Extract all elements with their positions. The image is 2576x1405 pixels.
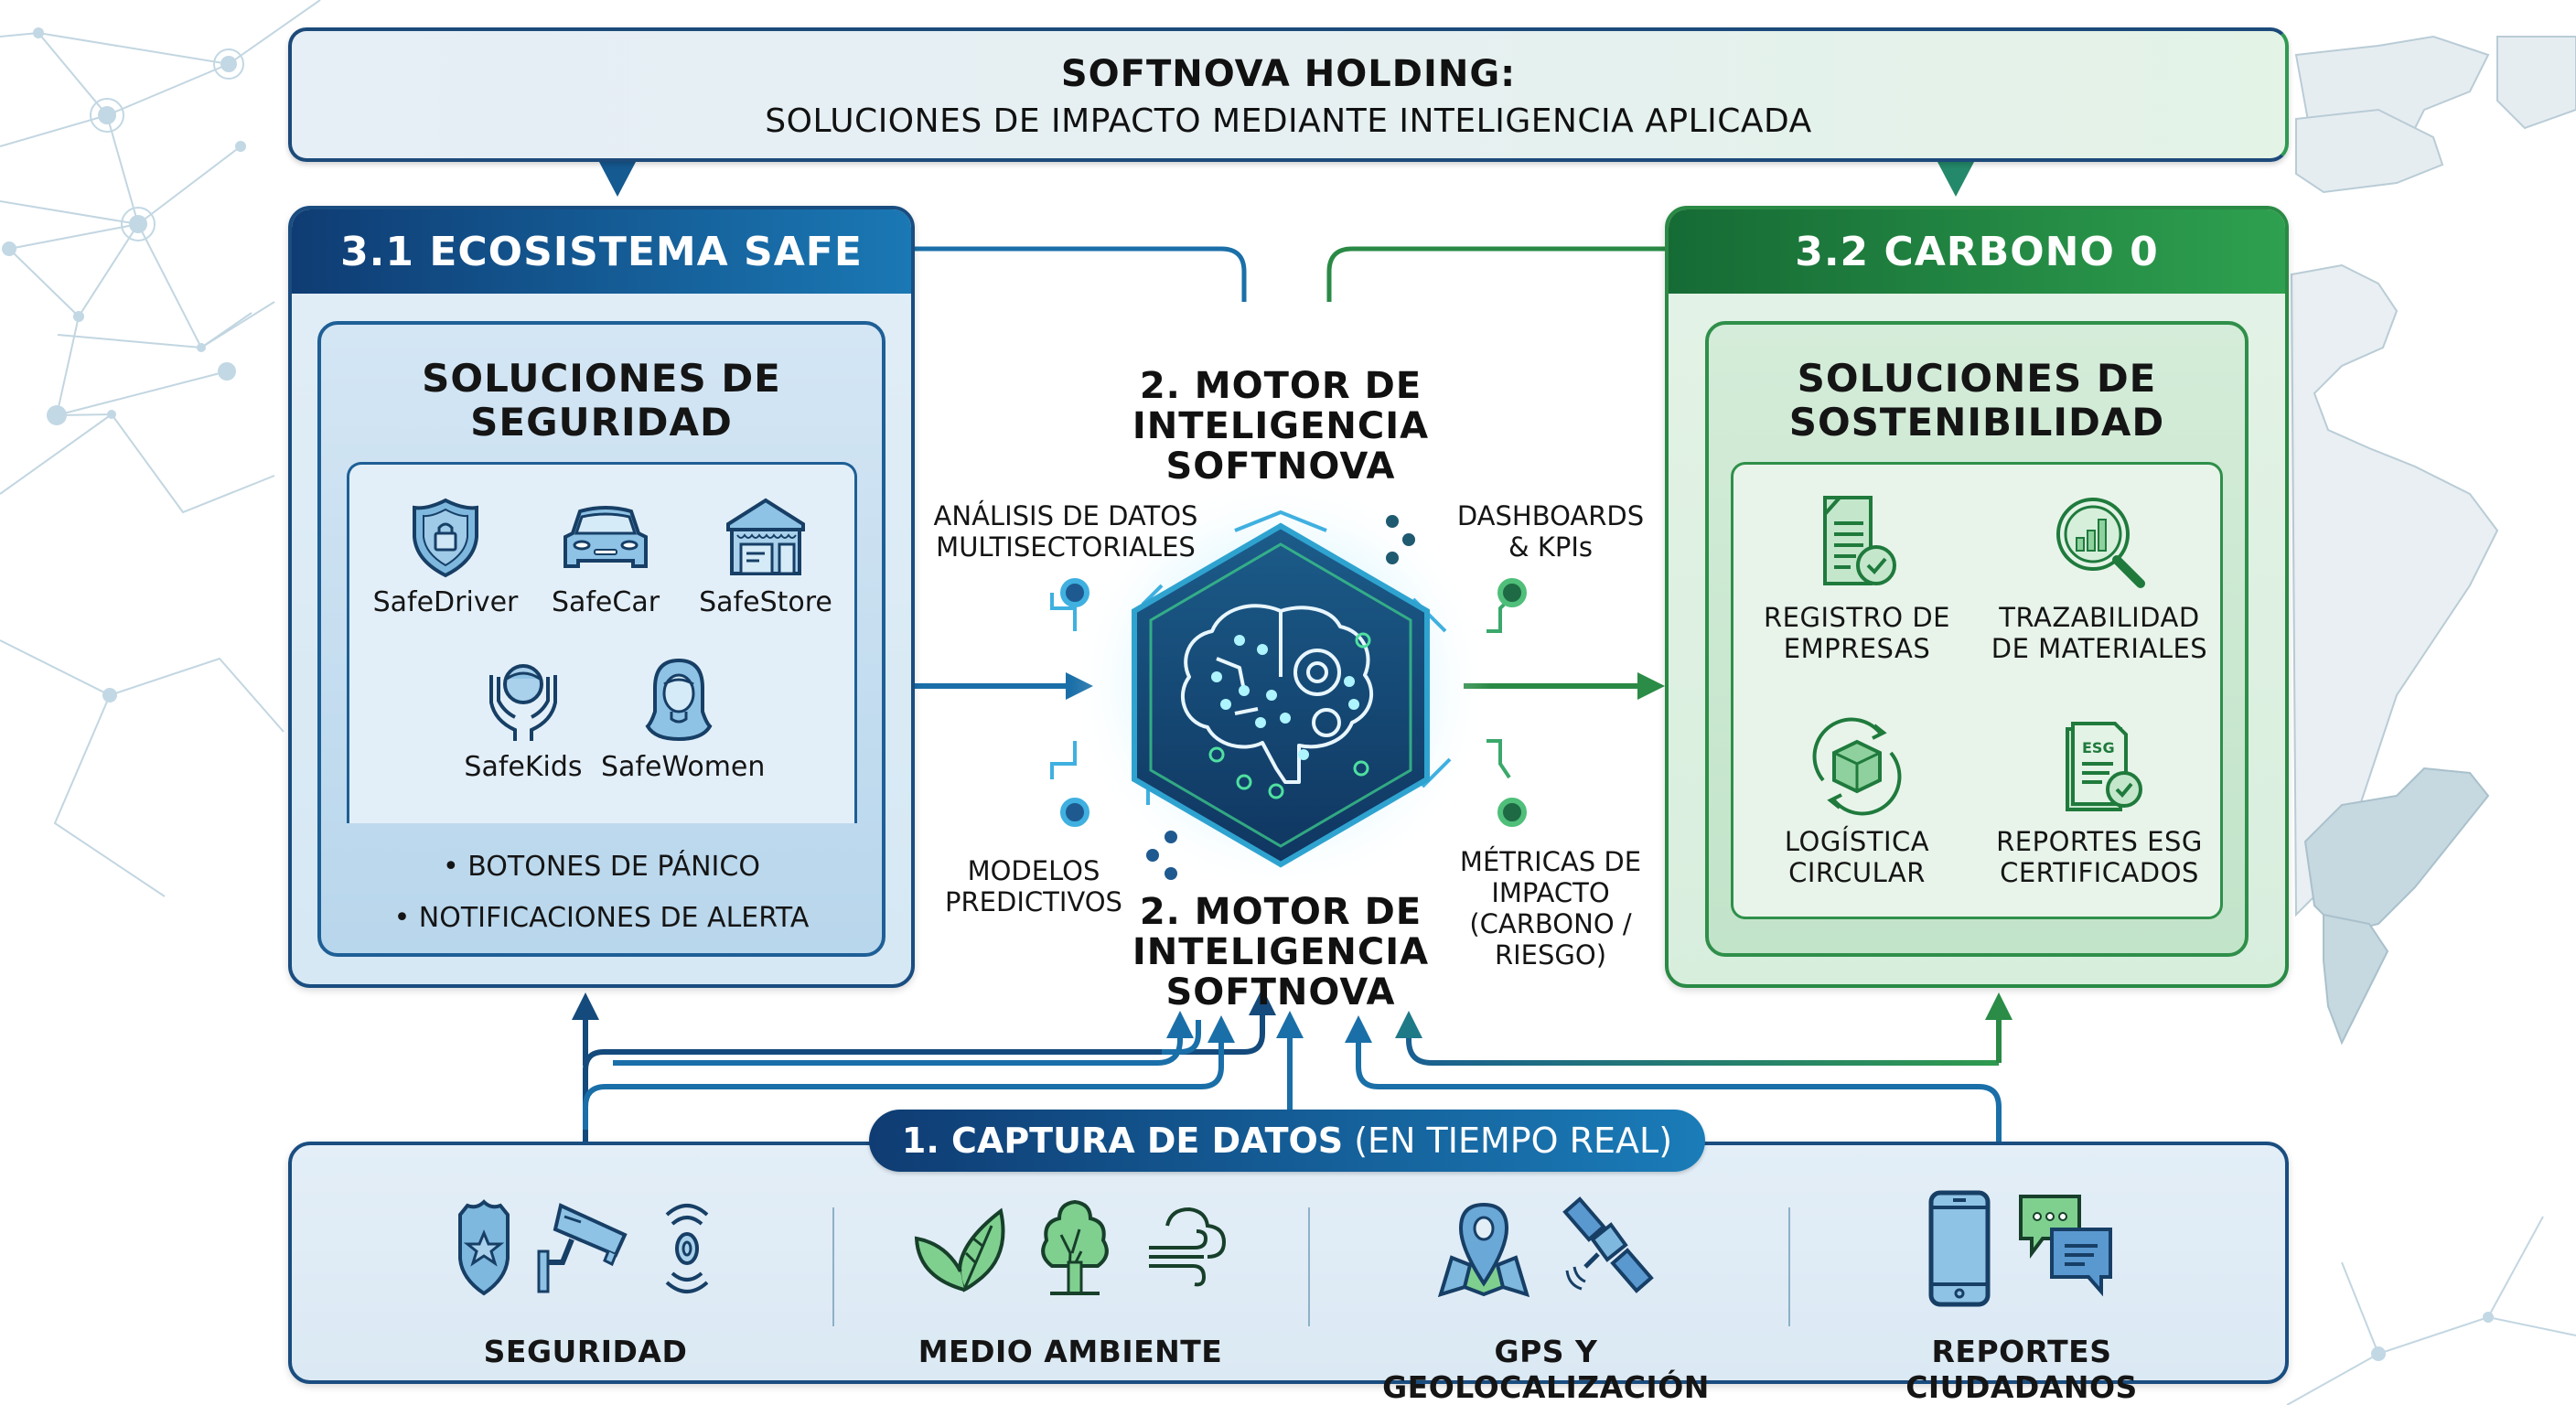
wind-cloud-icon — [1149, 1207, 1227, 1287]
store-icon — [726, 498, 805, 575]
signal-sensor-icon — [665, 1204, 709, 1293]
capture-group-medio-ambiente[interactable]: MEDIO AMBIENTE — [878, 1189, 1262, 1369]
sustainability-solutions-title: SOLUCIONES DE SOSTENIBILIDAD — [1788, 356, 2165, 445]
feature-dashboards-kpis: DASHBOARDS & KPIs — [1456, 500, 1645, 563]
pointer-right — [1937, 162, 1974, 197]
divider — [1788, 1207, 1790, 1326]
feature-analisis-datos: ANÁLISIS DE DATOS MULTISECTORIALES — [933, 500, 1198, 563]
safe-heading: 3.1 ECOSISTEMA SAFE — [292, 209, 911, 294]
bullet-alert-notifications: • NOTIFICACIONES DE ALERTA — [393, 902, 810, 934]
feature-metricas-impacto: MÉTRICAS DE IMPACTO (CARBONO / RIESGO) — [1459, 846, 1642, 971]
feature-modelos-predictivos: MODELOS PREDICTIVOS — [945, 855, 1122, 917]
divider — [832, 1207, 834, 1326]
box-cycle-icon — [1812, 717, 1902, 816]
carbono-panel: 3.2 CARBONO 0 SOLUCIONES DE SOSTENIBILID… — [1665, 206, 2289, 988]
divider — [1308, 1207, 1310, 1326]
hands-child-icon — [489, 664, 557, 741]
header-subtitle: SOLUCIONES DE IMPACTO MEDIANTE INTELIGEN… — [765, 102, 1812, 140]
tree-icon — [1041, 1199, 1109, 1295]
product-safewomen[interactable]: SafeWomen — [601, 657, 765, 783]
map-pin-icon — [1438, 1202, 1530, 1298]
pointer-left — [599, 162, 636, 197]
item-logistica-circular[interactable]: LOGÍSTICA CIRCULAR — [1738, 716, 1976, 888]
police-badge-icon — [458, 1199, 510, 1296]
product-safestore[interactable]: SafeStore — [688, 497, 843, 618]
item-registro-empresas[interactable]: REGISTRO DE EMPRESAS — [1738, 492, 1976, 664]
magnifier-chart-icon — [2056, 498, 2145, 588]
carbono-heading: 3.2 CARBONO 0 — [1669, 209, 2285, 294]
product-safedriver[interactable]: SafeDriver — [368, 497, 523, 618]
item-reportes-esg[interactable]: ESG REPORTES ESG CERTIFICADOS — [1980, 716, 2218, 888]
svg-text:ESG: ESG — [2082, 739, 2115, 756]
shield-lock-icon — [413, 498, 478, 578]
woman-icon — [645, 658, 713, 742]
capture-group-gps[interactable]: GPS Y GEOLOCALIZACIÓN — [1336, 1189, 1756, 1405]
security-solutions-box: SOLUCIONES DE SEGURIDAD SafeDriver — [317, 321, 886, 957]
capture-group-reportes[interactable]: REPORTES CIUDADANOS — [1820, 1189, 2223, 1405]
header-title: SOFTNOVA HOLDING: — [1060, 53, 1517, 95]
satellite-icon — [1562, 1196, 1654, 1293]
safe-features-list: • BOTONES DE PÁNICO • NOTIFICACIONES DE … — [321, 842, 882, 944]
security-camera-icon — [537, 1203, 628, 1293]
leaf-icon — [914, 1207, 1005, 1292]
bullet-panic-buttons: • BOTONES DE PÁNICO — [443, 851, 760, 883]
capture-group-seguridad[interactable]: SEGURIDAD — [384, 1189, 787, 1369]
safe-ecosystem-panel: 3.1 ECOSISTEMA SAFE SOLUCIONES DE SEGURI… — [288, 206, 915, 988]
esg-report-icon: ESG — [2066, 722, 2142, 811]
smartphone-icon — [1928, 1190, 1991, 1307]
item-trazabilidad-materiales[interactable]: TRAZABILIDAD DE MATERIALES — [1980, 492, 2218, 664]
sustainability-solutions-box: SOLUCIONES DE SOSTENIBILIDAD REGISTRO DE… — [1705, 321, 2249, 957]
car-icon — [564, 506, 648, 568]
header-banner: SOFTNOVA HOLDING: SOLUCIONES DE IMPACTO … — [288, 27, 2289, 162]
motor-title-bottom: 2. MOTOR DE INTELIGENCIA SOFTNOVA — [1132, 891, 1430, 1014]
security-solutions-title: SOLUCIONES DE SEGURIDAD — [422, 356, 781, 445]
sustainability-items-box: REGISTRO DE EMPRESAS TRAZABILIDAD DE MAT… — [1731, 462, 2223, 919]
brain-icon — [1180, 604, 1374, 784]
product-safecar[interactable]: SafeCar — [528, 497, 683, 618]
motor-title-top: 2. MOTOR DE INTELIGENCIA SOFTNOVA — [1132, 365, 1430, 488]
safe-products-box: SafeDriver SafeCar — [347, 462, 857, 823]
chat-bubbles-icon — [2019, 1195, 2112, 1297]
document-check-icon — [1823, 496, 1896, 585]
data-capture-title: 1. CAPTURA DE DATOS (EN TIEMPO REAL) — [869, 1110, 1705, 1172]
product-safekids[interactable]: SafeKids — [445, 657, 601, 783]
